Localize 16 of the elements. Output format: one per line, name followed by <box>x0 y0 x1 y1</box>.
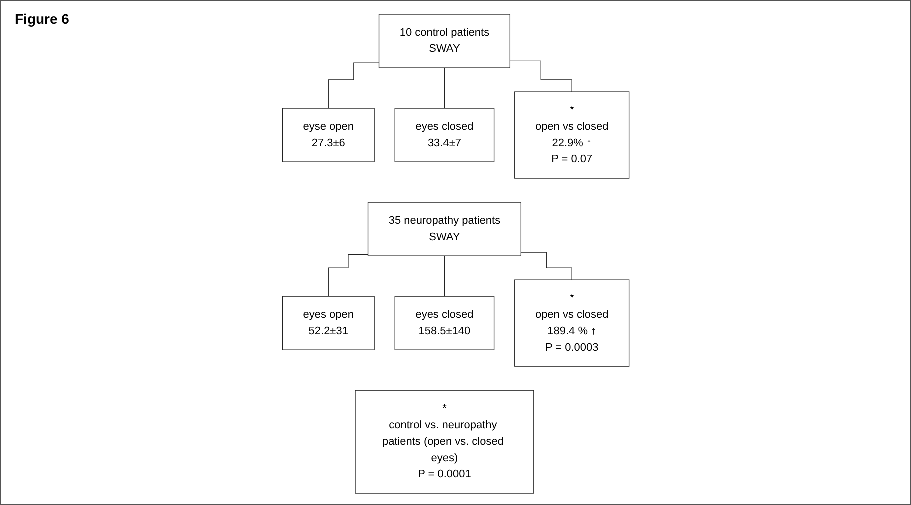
connector <box>520 252 572 280</box>
node-box: eyse open 27.3±6 <box>282 108 375 162</box>
node-box: * open vs closed 189.4 % ↑ P = 0.0003 <box>514 280 630 367</box>
figure-title: Figure 6 <box>15 11 70 27</box>
node-box: * open vs closed 22.9% ↑ P = 0.07 <box>514 92 630 179</box>
node-box: * control vs. neuropathy patients (open vs. closed eyes) P = 0.0001 <box>355 390 534 494</box>
node-box: 10 control patients SWAY <box>378 14 510 68</box>
node-box: eyes open 52.2±31 <box>282 296 375 350</box>
node-box: 35 neuropathy patients SWAY <box>368 202 522 256</box>
connector <box>444 68 446 109</box>
connector <box>328 254 369 297</box>
connector <box>510 60 572 92</box>
node-box: eyes closed 158.5±140 <box>394 296 495 350</box>
connector <box>444 256 446 297</box>
connector <box>328 62 380 109</box>
node-box: eyes closed 33.4±7 <box>394 108 495 162</box>
